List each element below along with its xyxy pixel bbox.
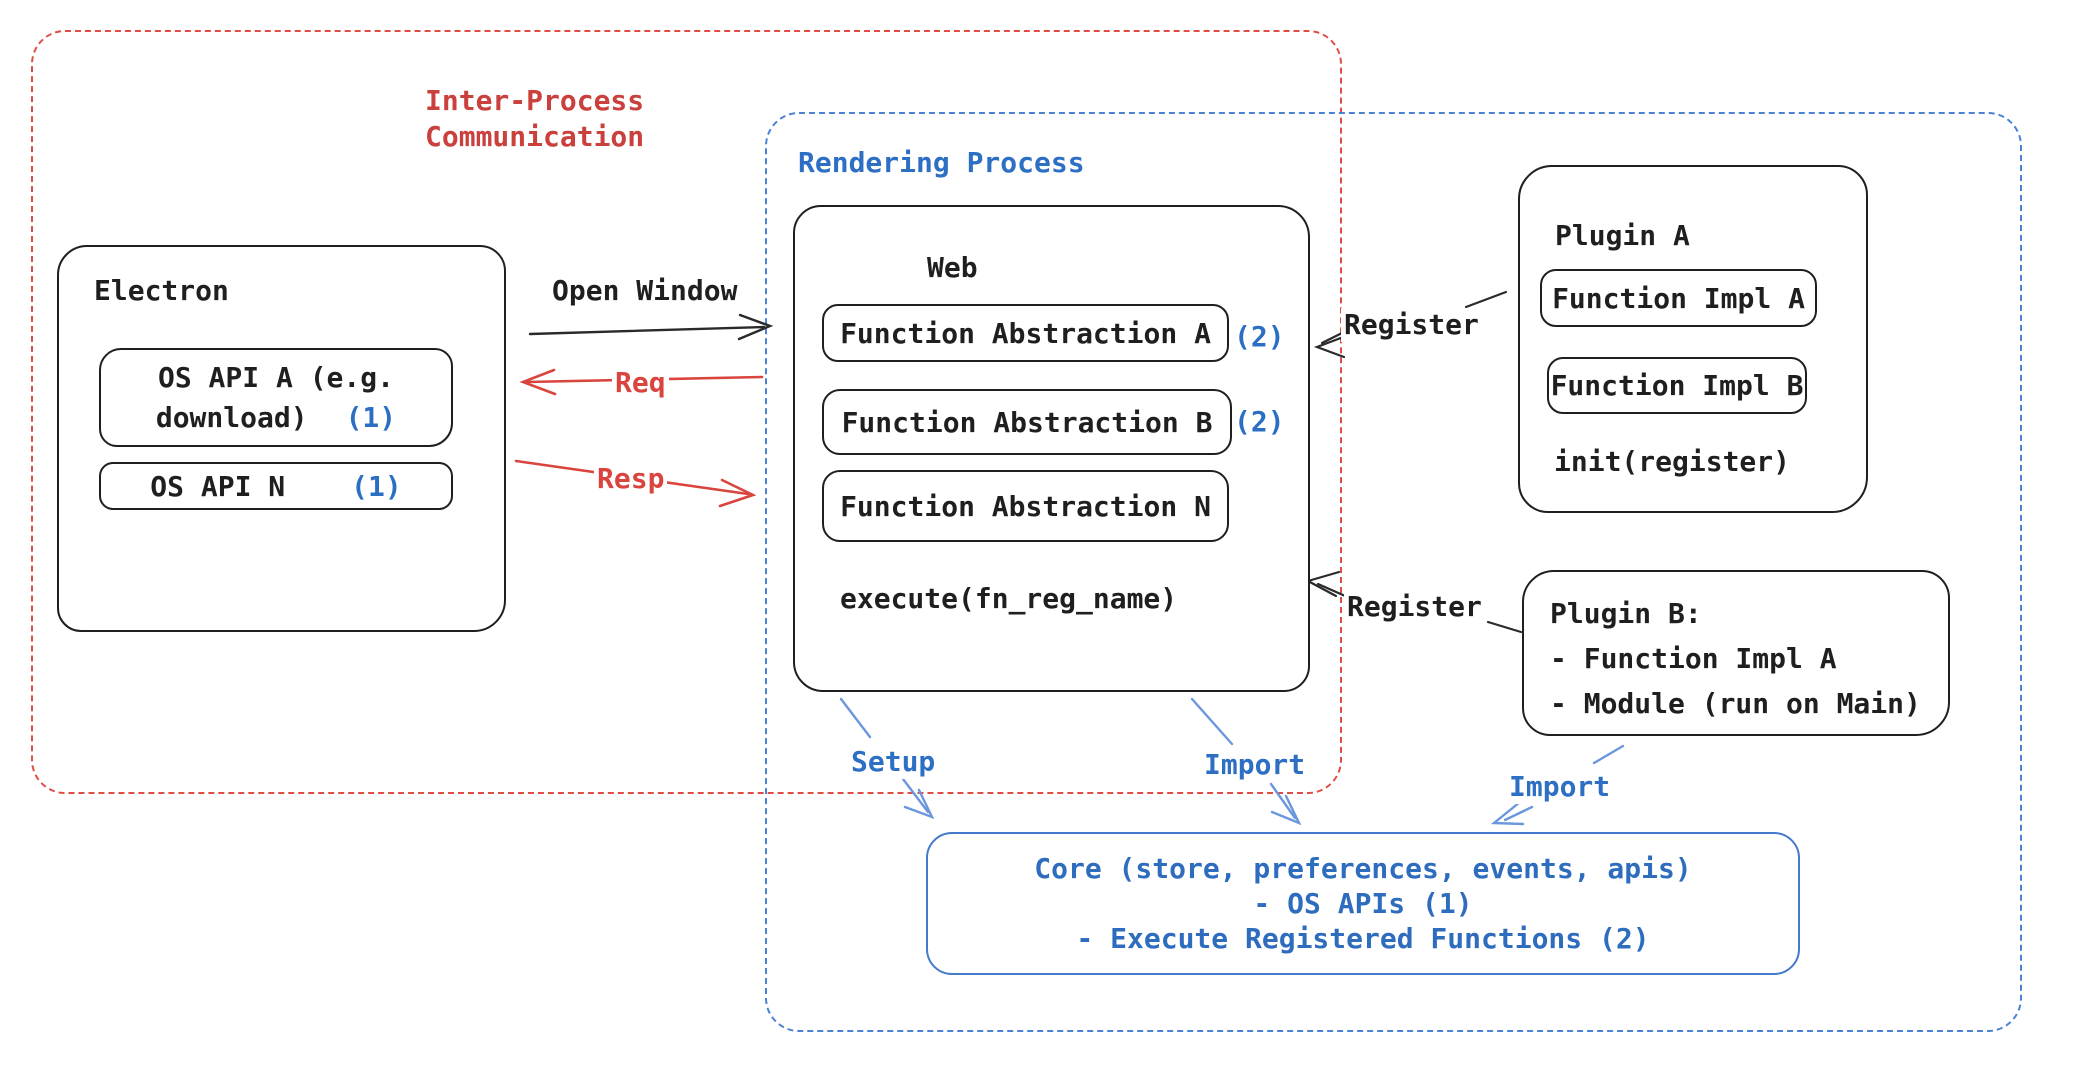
function-abstraction-n-box: Function Abstraction N bbox=[822, 470, 1229, 542]
core-box: Core (store, preferences, events, apis) … bbox=[926, 832, 1800, 975]
ipc-frame bbox=[31, 30, 1342, 794]
function-impl-a-label: Function Impl A bbox=[1552, 281, 1805, 315]
plugin-b-line2: - Module (run on Main) bbox=[1550, 687, 1921, 720]
rendering-process-label: Rendering Process bbox=[798, 146, 1085, 179]
ipc-label: Inter-Process Communication bbox=[422, 83, 647, 155]
function-abstraction-b-label: Function Abstraction B bbox=[841, 405, 1213, 439]
os-api-n-box: OS API N(1) bbox=[99, 462, 453, 510]
resp-label: Resp bbox=[594, 462, 668, 496]
os-api-a-line1: OS API A (e.g. bbox=[157, 360, 394, 394]
register-b-label: Register bbox=[1344, 590, 1485, 624]
ipc-label-line2: Communication bbox=[425, 120, 645, 153]
os-api-a-box: OS API A (e.g. download)(1) bbox=[99, 348, 453, 447]
web-title: Web bbox=[927, 251, 978, 284]
os-api-n-line: OS API N(1) bbox=[150, 469, 402, 503]
function-abstraction-a-label: Function Abstraction A bbox=[840, 316, 1211, 350]
import-web-label: Import bbox=[1201, 748, 1309, 782]
plugin-b-box: Plugin B: - Function Impl A - Module (ru… bbox=[1522, 570, 1950, 736]
req-label: Req bbox=[612, 366, 669, 400]
function-impl-a-box: Function Impl A bbox=[1540, 269, 1817, 327]
core-line1: Core (store, preferences, events, apis) bbox=[1034, 852, 1692, 885]
import-plugin-b-label: Import bbox=[1506, 770, 1614, 804]
register-a-label: Register bbox=[1341, 308, 1482, 342]
plugin-a-box: Plugin A Function Impl A Function Impl B… bbox=[1518, 165, 1868, 513]
execute-call-label: execute(fn_reg_name) bbox=[840, 582, 1178, 615]
function-abstraction-b-box: Function Abstraction B bbox=[822, 389, 1232, 455]
function-impl-b-label: Function Impl B bbox=[1550, 369, 1804, 402]
function-impl-b-box: Function Impl B bbox=[1547, 357, 1807, 414]
plugin-a-title: Plugin A bbox=[1555, 219, 1690, 252]
function-abstraction-n-label: Function Abstraction N bbox=[840, 489, 1211, 523]
plugin-b-content: Plugin B: - Function Impl A - Module (ru… bbox=[1550, 591, 1921, 726]
open-window-label: Open Window bbox=[549, 274, 741, 308]
os-api-a-line2: download)(1) bbox=[155, 400, 397, 434]
function-abstraction-a-box: Function Abstraction A bbox=[822, 304, 1229, 362]
plugin-b-line1: - Function Impl A bbox=[1550, 642, 1837, 675]
rendering-process-frame bbox=[765, 112, 2022, 1032]
core-line3: - Execute Registered Functions (2) bbox=[1076, 922, 1650, 955]
plugin-b-title: Plugin B: bbox=[1550, 597, 1702, 630]
core-line2: - OS APIs (1) bbox=[1253, 887, 1473, 920]
electron-box: Electron OS API A (e.g. download)(1) OS … bbox=[57, 245, 506, 632]
web-box: Web Function Abstraction A (2) Function … bbox=[793, 205, 1310, 692]
function-abstraction-b-badge: (2) bbox=[1234, 405, 1285, 438]
setup-label: Setup bbox=[848, 745, 939, 779]
function-abstraction-a-badge: (2) bbox=[1234, 320, 1285, 353]
os-api-n-badge: (1) bbox=[351, 469, 402, 503]
electron-title: Electron bbox=[94, 274, 229, 307]
init-register-label: init(register) bbox=[1554, 445, 1791, 478]
ipc-label-line1: Inter-Process bbox=[425, 84, 645, 117]
os-api-a-badge: (1) bbox=[345, 400, 397, 434]
